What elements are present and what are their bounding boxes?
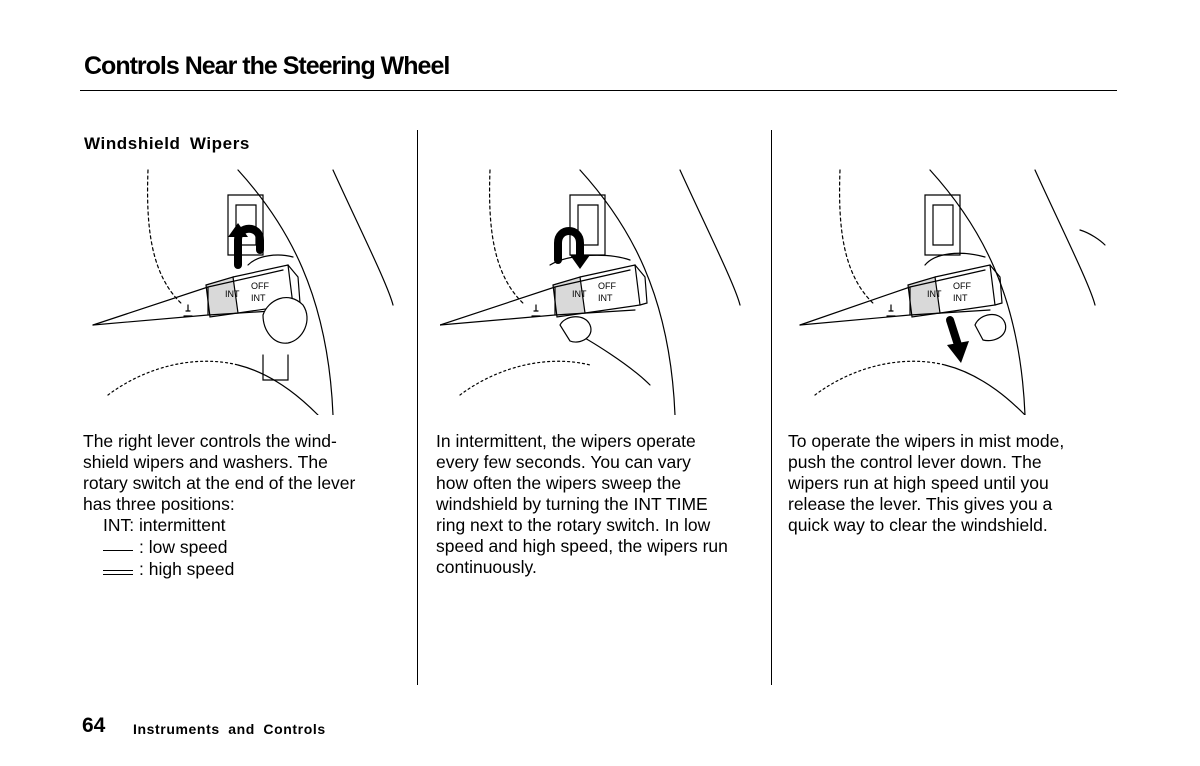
double-line-symbol-icon [103,565,133,576]
rotate-arrow-icon [554,227,590,269]
wiper-position-list: INT: intermittent : low speed : high spe… [83,515,413,581]
text-line: windshield by turning the INT TIME [436,494,708,514]
int-label-2: INT [598,293,613,303]
off-label: OFF [598,281,616,291]
column-1-text: The right lever controls the wind- shiel… [83,431,413,581]
text-line: speed and high speed, the wipers run [436,536,728,556]
text-line: shield wipers and washers. The [83,452,328,472]
text-line: In intermittent, the wipers operate [436,431,696,451]
wiper-lever-illustration-int-ring: INT OFF INT [440,169,741,415]
text-line: continuously. [436,557,537,577]
text-line: has three positions: [83,494,235,514]
title-rule [80,90,1117,91]
column-divider-1 [417,130,418,685]
int-label: INT [572,289,587,299]
text-line: The right lever controls the wind- [83,431,337,451]
int-label: INT [225,289,240,299]
text-line: every few seconds. You can vary [436,452,691,472]
off-label: OFF [251,281,269,291]
text-line: quick way to clear the windshield. [788,515,1048,535]
text-line: To operate the wipers in mist mode, [788,431,1065,451]
column-3-text: To operate the wipers in mist mode, push… [788,431,1118,536]
text-line: push the control lever down. The [788,452,1042,472]
page-number: 64 [82,714,106,737]
column-divider-2 [771,130,772,685]
single-line-symbol-icon [103,543,133,553]
position-high: : high speed [83,559,413,581]
position-high-label: : high speed [139,559,235,579]
wiper-lever-illustration-mist: INT OFF INT [799,169,1106,415]
column-2-text: In intermittent, the wipers operate ever… [436,431,766,578]
position-low: : low speed [83,537,413,559]
text-line: ring next to the rotary switch. In low [436,515,711,535]
rotate-arrow-icon [228,223,264,269]
text-line: wipers run at high speed until you [788,473,1049,493]
text-line: rotary switch at the end of the lever [83,473,356,493]
footer-section-title: Instruments and Controls [133,721,326,737]
off-label: OFF [953,281,971,291]
position-low-label: : low speed [139,537,228,557]
int-label: INT [927,289,942,299]
position-int: INT: intermittent [103,515,226,535]
text-line: how often the wipers sweep the [436,473,682,493]
wiper-lever-illustration-rotate: INT OFF INT [92,169,394,415]
int-label-2: INT [953,293,968,303]
section-heading: Windshield Wipers [84,134,250,153]
int-label-2: INT [251,293,266,303]
text-line: release the lever. This gives you a [788,494,1053,514]
page-title: Controls Near the Steering Wheel [84,52,450,80]
down-arrow-icon [946,316,969,363]
